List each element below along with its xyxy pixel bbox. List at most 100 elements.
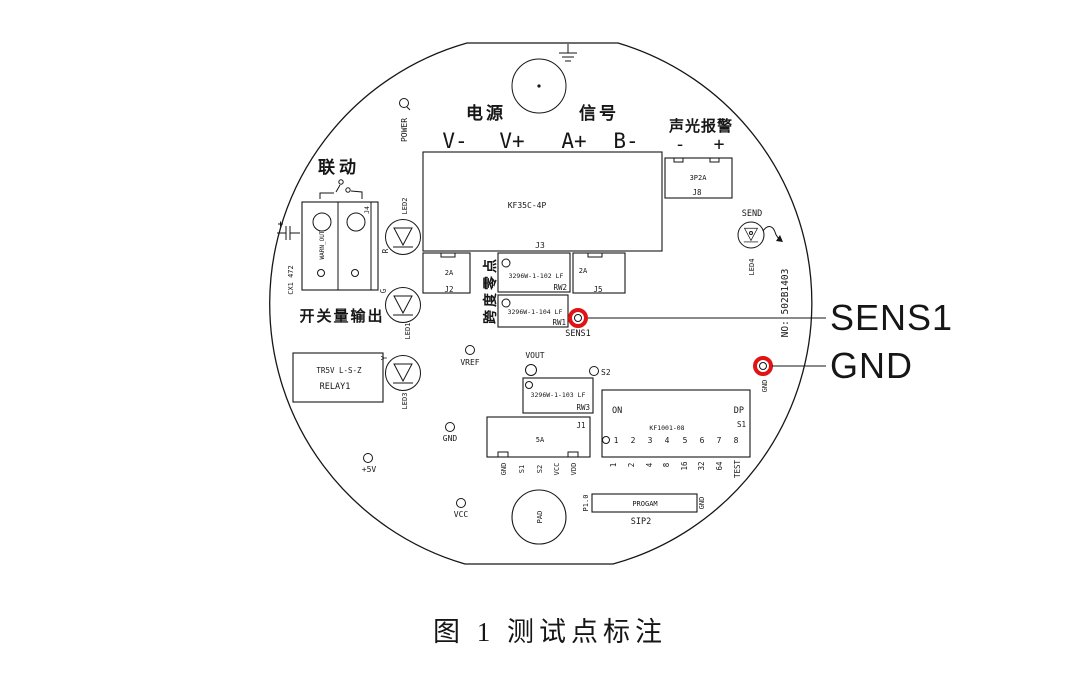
dip-pos-2: 2 [631,436,636,445]
led4-icon [737,221,765,249]
sip2-ref: SIP2 [631,517,651,527]
led4-dot [749,231,753,235]
sens1-small-label: SENS1 [565,329,591,339]
mounting-hole [511,58,567,114]
dip-part: KF1001-08 [649,424,684,432]
dip-pos-8: 8 [734,436,739,445]
j1-tab-left [497,451,509,458]
alarm-minus: - [675,134,686,155]
label-linkage: 联动 [318,158,360,178]
connector-j4 [301,201,379,291]
s2-test-point [589,366,599,376]
connector-sip2 [591,493,698,513]
led3-diode [392,363,414,384]
led2-label: LED2 [401,198,409,215]
j1-tab-right [567,451,579,458]
gnd-test-point-pad [759,362,767,370]
led3-icon [385,355,421,391]
s2-label: S2 [601,368,611,377]
gnd-callout: GND [830,345,913,386]
relay1-part: TR5V L-S-Z [316,366,362,375]
dip-pos-1: 1 [614,436,619,445]
board-outline [269,42,813,565]
dip-weight-test: TEST [733,459,742,478]
label-span-zero: 跨度零点 [482,256,499,324]
j8-ref: J8 [692,188,702,197]
j3-ref: J3 [535,241,545,250]
terminal-b-minus: B- [613,129,638,153]
vout-test-point [525,364,537,376]
led2-color-mark: R [381,248,390,253]
led1-icon [385,287,421,323]
led2-icon [385,219,421,255]
rw2-wiper [501,258,511,268]
dip-dp: DP [734,406,744,416]
vcc-test-point [456,498,466,508]
j1-part: 5A [536,436,545,444]
sens1-test-point-ring [568,308,588,328]
power-led-tick [406,106,411,111]
terminal-v-plus: V+ [499,129,524,153]
dip-on: ON [612,406,622,416]
label-signal: 信号 [579,103,619,124]
ground-symbol-icon [559,44,577,62]
pad-label: PAD [536,511,544,524]
gnd-mid-test-point [445,422,455,432]
j2-ref: J2 [444,285,453,294]
dip-weight-32: 32 [697,461,706,470]
send-label: SEND [742,209,762,219]
rw2-part: 3296W-1-102 LF [509,272,564,280]
led1-label: LED1 [404,323,412,340]
j8-part: 3P2A [690,174,708,182]
j4-pin-1 [317,269,325,277]
j2-part: 2A [445,269,454,277]
relay1-body [292,352,384,403]
gnd-small-label: GND [761,380,769,393]
sip2-pin-left: P1.0 [582,495,590,512]
connector-j3 [422,151,663,252]
j3-part: KF35C-4P [508,201,547,210]
j1-pin-gnd: GND [500,463,508,476]
led1-diode [392,295,414,316]
j5-part: 2A [579,267,588,275]
dip-pos-5: 5 [683,436,688,445]
rw2-ref: RW2 [553,283,567,292]
j5-ref: J5 [593,285,602,294]
serial-number: NO: 502B1403 [780,269,791,338]
vref-test-point [465,345,475,355]
pad-hole [511,489,567,545]
rw1-part: 3296W-1-104 LF [508,308,563,316]
j1-pin-s2: S2 [536,465,544,473]
power-led-label: POWER [400,118,409,142]
led4-label: LED4 [748,259,756,276]
rw3-wiper [525,381,533,389]
sip2-label: PROGAM [632,500,657,508]
cx1-label: CX1 472 [287,265,295,295]
sens1-test-point-pad [574,314,582,322]
j4-hole-2 [346,212,366,232]
dip-pos-7: 7 [717,436,722,445]
label-switch-output: 开关量输出 [299,307,384,325]
dip-pos-3: 3 [648,436,653,445]
alarm-plus: + [714,134,725,155]
dip-weight-64: 64 [715,461,724,471]
pot-rw3 [522,377,594,414]
relay1-ref: RELAY1 [320,382,351,392]
j2-tab [440,252,456,258]
led1-color-mark: G [379,288,388,293]
dip-ref: S1 [737,420,746,429]
dip-weight-4: 4 [645,462,654,467]
led2-diode [392,227,414,248]
dip-weight-8: 8 [662,462,671,467]
power-led-icon [399,98,409,108]
gnd-mid-label: GND [443,434,458,443]
connector-j8 [664,157,733,199]
pot-rw2 [497,252,571,293]
dip-pin1-dot [602,436,610,444]
label-alarm: 声光报警 [668,117,733,135]
j1-ref: J1 [576,421,585,430]
j1-pin-vcc: VCC [553,463,561,476]
dip-switch-s1 [601,389,751,458]
j4-pin-2 [351,269,359,277]
